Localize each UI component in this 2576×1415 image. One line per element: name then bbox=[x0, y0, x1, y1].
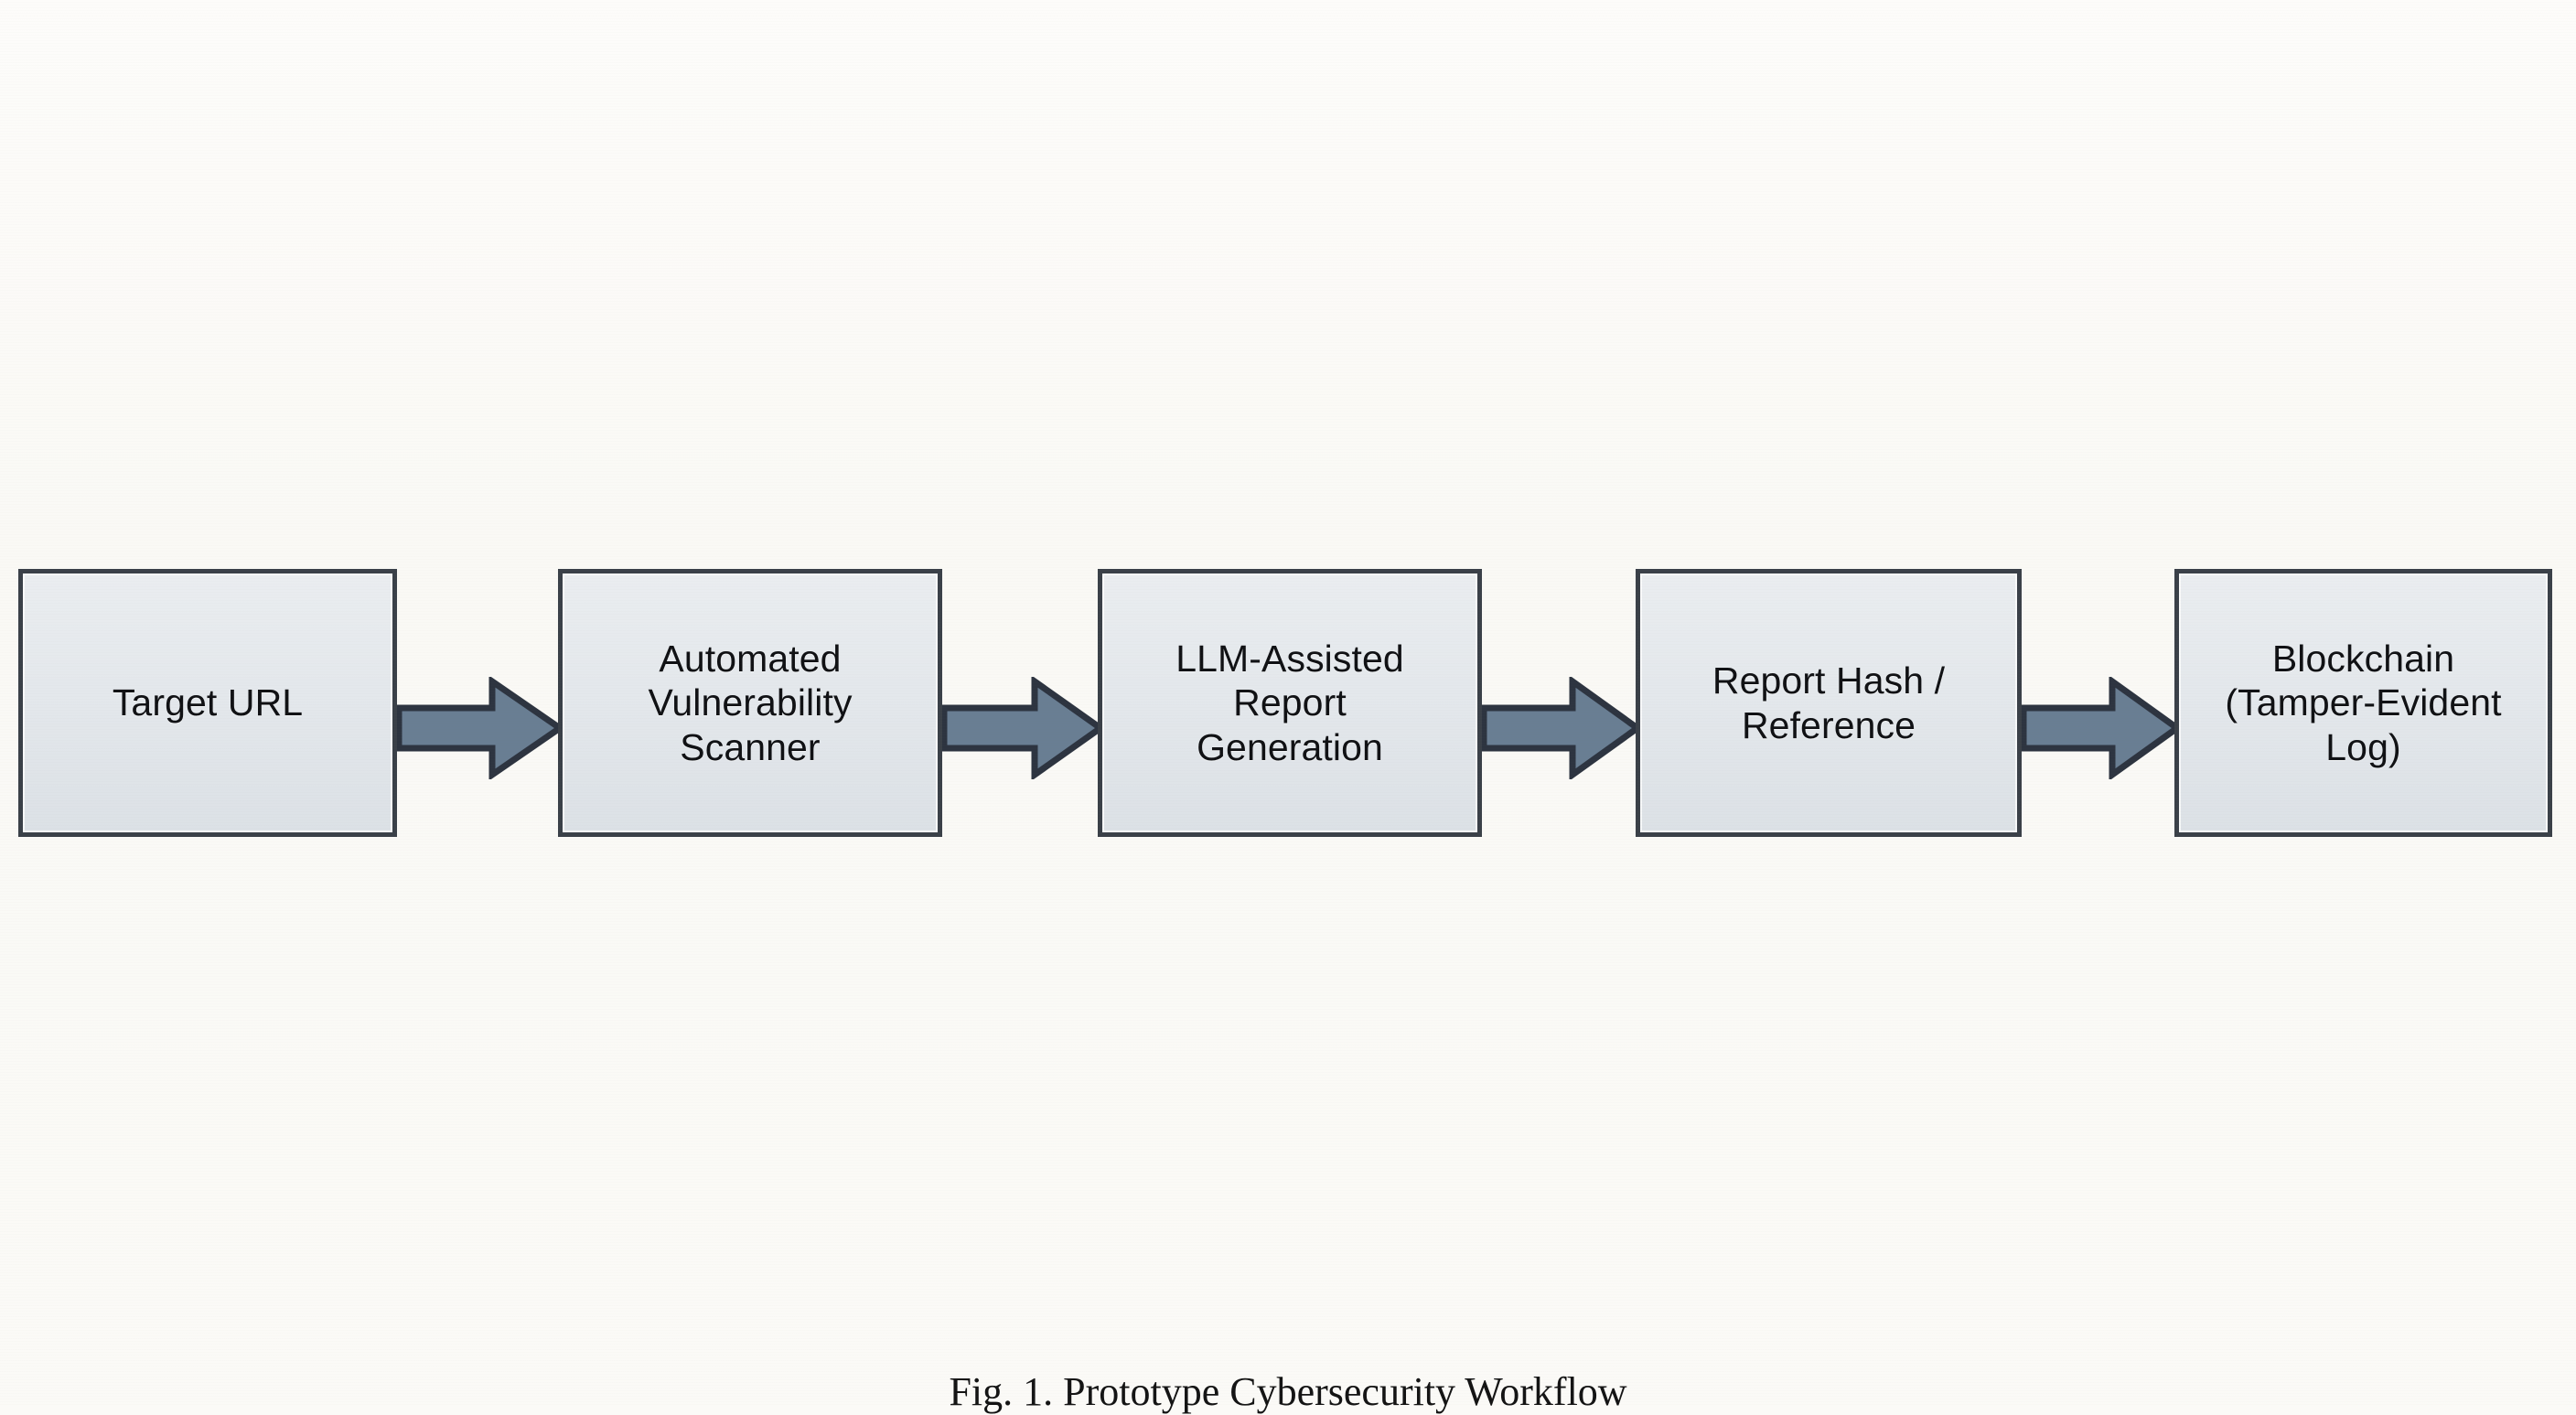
flow-node-label: Target URL bbox=[112, 681, 304, 724]
flow-arrow-right-icon-3 bbox=[1482, 677, 1639, 779]
flow-node-report-hash[interactable]: Report Hash / Reference bbox=[1636, 569, 2022, 837]
flow-arrow-right-icon-1 bbox=[397, 677, 562, 779]
flow-node-label: Blockchain (Tamper-Evident Log) bbox=[2225, 637, 2502, 768]
flow-arrow-right-icon-4 bbox=[2022, 677, 2179, 779]
flow-node-llm-report[interactable]: LLM-Assisted Report Generation bbox=[1098, 569, 1482, 837]
flow-node-vuln-scanner[interactable]: Automated Vulnerability Scanner bbox=[558, 569, 942, 837]
figure-caption: Fig. 1. Prototype Cybersecurity Workflow bbox=[949, 1369, 1627, 1414]
workflow-diagram: Target URL Automated Vulnerability Scann… bbox=[0, 569, 2576, 837]
flow-node-target-url[interactable]: Target URL bbox=[18, 569, 397, 837]
flow-node-label: Report Hash / Reference bbox=[1712, 659, 1946, 746]
flow-node-label: LLM-Assisted Report Generation bbox=[1175, 637, 1404, 768]
flow-arrow-right-icon-2 bbox=[942, 677, 1102, 779]
flow-node-label: Automated Vulnerability Scanner bbox=[648, 637, 853, 768]
flow-node-blockchain[interactable]: Blockchain (Tamper-Evident Log) bbox=[2174, 569, 2552, 837]
